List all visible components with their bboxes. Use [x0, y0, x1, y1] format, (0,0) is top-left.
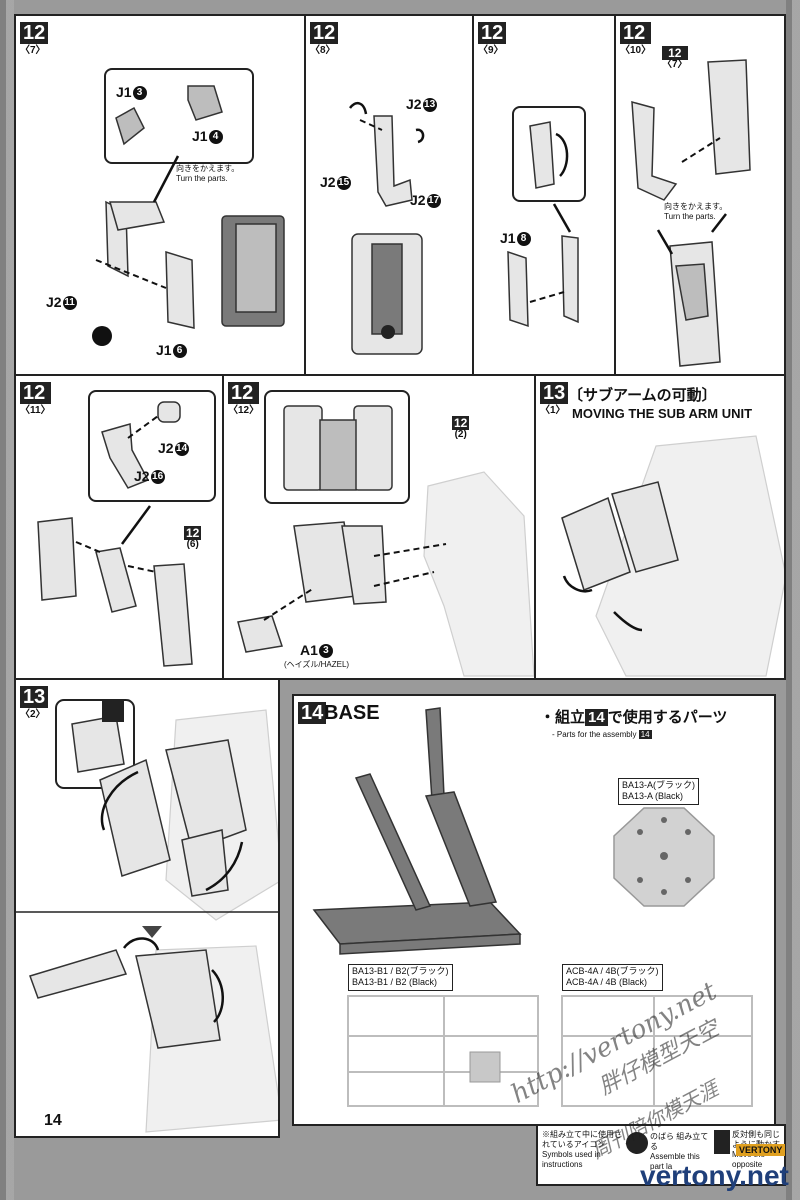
- opposite-side-icon: [714, 1130, 730, 1154]
- panel-step-13-1: 13 〈1〉 〔サブアームの可動〕 MOVING THE SUB ARM UNI…: [534, 374, 786, 680]
- page-number: 14: [44, 1112, 62, 1129]
- step-number: 12 〈12〉: [228, 382, 260, 416]
- runner-ba13-a: [613, 807, 715, 907]
- turn-parts-note: 向きをかえます。Turn the parts.: [176, 164, 240, 183]
- reference-step-tag: 12〈7〉: [662, 46, 688, 70]
- hazel-note: (ヘイズル/HAZEL): [284, 660, 350, 669]
- parts-illustration: [237, 405, 534, 677]
- action-base-illustration: [312, 707, 522, 955]
- parts-illustration: [92, 85, 285, 346]
- base-title: BASE: [324, 702, 380, 724]
- sub-arm-title-jp: 〔サブアームの可動〕: [568, 387, 717, 404]
- watermark-badge: VERTONY: [736, 1144, 786, 1156]
- step-number: 12 〈10〉: [620, 22, 652, 56]
- step-number: 14: [298, 702, 327, 724]
- parts-heading-en: - Parts for the assembly 14: [552, 730, 652, 739]
- step-number: 12 〈9〉: [478, 22, 507, 56]
- panel-step-13-2: 13 〈2〉 14: [14, 678, 280, 1138]
- parts-illustration: [37, 401, 193, 667]
- turn-parts-note: 向きをかえます。Turn the parts.: [664, 202, 728, 221]
- step-number: 12 〈7〉: [20, 22, 49, 56]
- runner-ba13-a-label: BA13-A(ブラック)BA13-A (Black): [618, 778, 700, 805]
- sub-arm-title-en: MOVING THE SUB ARM UNIT: [572, 406, 753, 421]
- runner-ba13-b-label: BA13-B1 / B2(ブラック)BA13-B1 / B2 (Black): [348, 964, 453, 991]
- parts-illustration: [507, 121, 579, 328]
- step-number: 13 〈1〉: [540, 382, 569, 416]
- step-number: 12 〈11〉: [20, 382, 51, 416]
- sub-arm-illustration: [561, 435, 784, 677]
- assemble-icon: [626, 1132, 648, 1154]
- panel-step-12-10: 12 〈10〉 12〈7〉 向きをかえます。Turn the parts.: [614, 14, 786, 376]
- reference-step-tag: 12(2): [452, 416, 470, 440]
- reference-step-tag: 12(6): [184, 526, 202, 550]
- runner-acb-4-label: ACB-4A / 4B(ブラック)ACB-4A / 4B (Black): [562, 964, 663, 991]
- parts-illustration: [631, 59, 751, 367]
- parts-illustration: [349, 101, 425, 355]
- sub-arm-motion-illustration: [16, 699, 278, 1133]
- page-background-right: [786, 0, 800, 1200]
- page-background-left: [0, 0, 14, 1200]
- step-number: 12 〈8〉: [310, 22, 339, 56]
- step-number: 13 〈2〉: [20, 686, 49, 720]
- watermark-site: vertony.net: [640, 1160, 789, 1191]
- runner-sprues: [347, 995, 753, 1107]
